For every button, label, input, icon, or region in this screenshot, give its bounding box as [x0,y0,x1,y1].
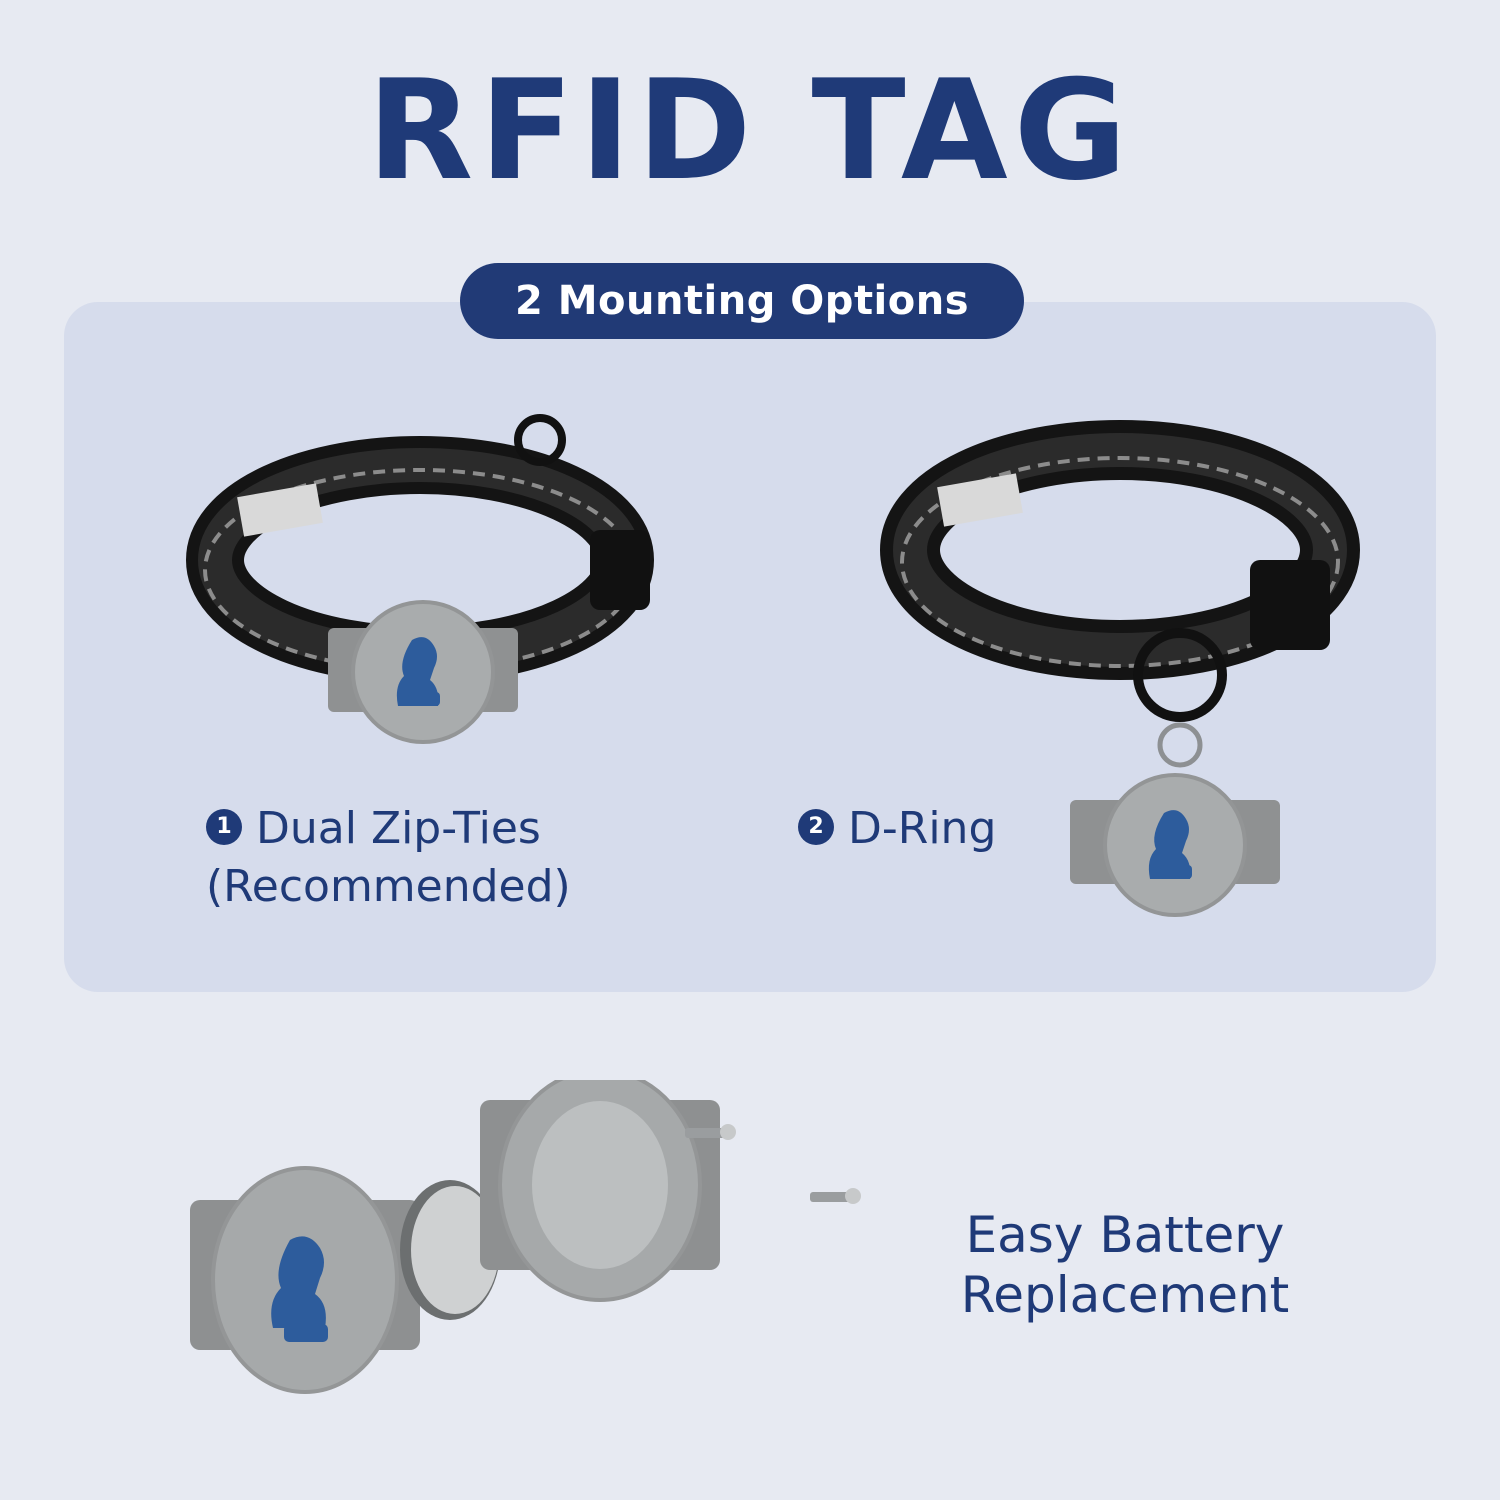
mounting-options-badge: 2 Mounting Options [460,263,1024,339]
battery-replacement-illustration [190,1080,861,1394]
battery-line-2: Replacement [960,1266,1290,1324]
option-d-ring-caption: 2 D-Ring [798,800,996,858]
screw-icon [810,1188,861,1204]
option-zip-ties-label: Dual Zip-Ties [256,803,541,854]
screw-icon [685,1124,736,1140]
option-number-badge: 1 [206,809,242,845]
pet-logo-icon [271,1236,328,1342]
option-zip-ties-caption: 1 Dual Zip-Ties (Recommended) [206,800,571,916]
pet-logo-icon [396,637,440,706]
collar-zip-tie-illustration [186,414,654,744]
pet-logo-icon [1148,810,1192,879]
battery-line-1: Easy Battery [965,1206,1285,1264]
option-number-badge: 2 [798,809,834,845]
option-zip-ties-note: (Recommended) [206,861,571,913]
page-title: RFID TAG [367,50,1133,211]
collar-d-ring-illustration [880,420,1360,917]
battery-coin-icon [400,1180,500,1320]
battery-replacement-caption: Easy Battery Replacement [920,1205,1330,1325]
option-d-ring-label: D-Ring [848,803,997,854]
